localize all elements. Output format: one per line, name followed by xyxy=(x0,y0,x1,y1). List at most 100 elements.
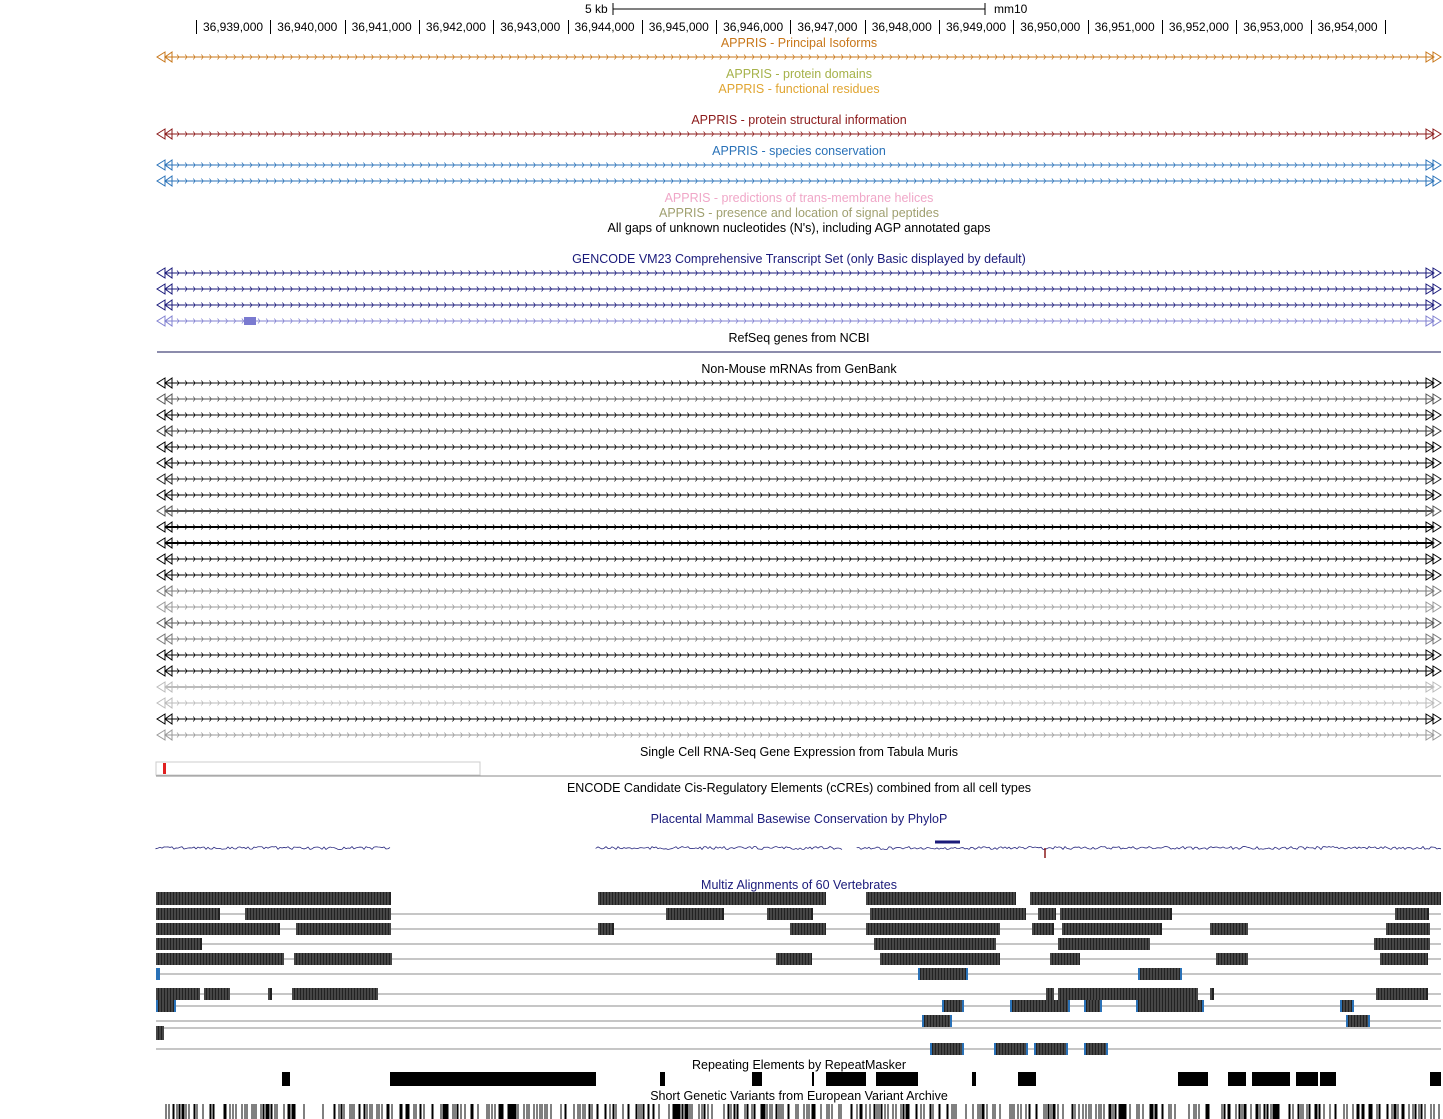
multiz-block xyxy=(1346,1015,1370,1027)
multiz-block xyxy=(1032,923,1054,935)
repeat-element xyxy=(1018,1072,1036,1086)
multiz-edge xyxy=(156,1000,158,1012)
multiz-edge xyxy=(950,1015,952,1027)
xeno-mrna-item-strand-arrows xyxy=(176,460,1419,466)
track-label-gaps[interactable]: All gaps of unknown nucleotides (N's), i… xyxy=(607,221,991,235)
xeno-mrna-item-left-end xyxy=(156,553,173,565)
track-label-phylop[interactable]: Placental Mammal Basewise Conservation b… xyxy=(650,812,948,826)
gencode-transcript-strand-arrows xyxy=(176,270,1419,276)
multiz-block-texture xyxy=(1032,923,1052,935)
repeat-element xyxy=(752,1072,762,1086)
multiz-block-texture xyxy=(1038,908,1055,920)
track-label-xeno-mrna[interactable]: Non-Mouse mRNAs from GenBank xyxy=(701,362,897,376)
xeno-mrna-item-left-end xyxy=(156,489,173,501)
xeno-mrna-item-left-end xyxy=(156,633,173,645)
repeat-element xyxy=(812,1072,814,1086)
track-label-appris-residues[interactable]: APPRIS - functional residues xyxy=(718,82,880,96)
track-label-encode-ccre[interactable]: ENCODE Candidate Cis-Regulatory Elements… xyxy=(566,781,1032,795)
xeno-mrna-item-right-end xyxy=(1425,713,1442,725)
multiz-edge xyxy=(1066,1043,1068,1055)
xeno-mrna-item-left-end xyxy=(156,409,173,421)
xeno-mrna-item-strand-arrows xyxy=(176,716,1419,722)
multiz-edge xyxy=(1340,1000,1342,1012)
xeno-mrna-item-left-end xyxy=(156,617,173,629)
track-label-appris-conservation[interactable]: APPRIS - species conservation xyxy=(712,144,886,158)
xeno-mrna-item-strand-arrows xyxy=(176,476,1419,482)
xeno-mrna-item-right-end xyxy=(1425,681,1442,693)
track-label-eva-snp[interactable]: Short Genetic Variants from European Var… xyxy=(650,1089,948,1103)
xeno-mrna-item-left-end xyxy=(156,681,173,693)
xeno-mrna-item-right-end xyxy=(1425,585,1442,597)
multiz-block xyxy=(156,938,202,950)
multiz-block-texture xyxy=(866,923,1000,935)
multiz-block xyxy=(666,908,724,920)
multiz-block-texture xyxy=(156,953,284,965)
track-label-appris-signal[interactable]: APPRIS - presence and location of signal… xyxy=(658,206,940,220)
xeno-mrna-item-left-end xyxy=(156,569,173,581)
multiz-edge xyxy=(1026,1043,1028,1055)
multiz-block-texture xyxy=(942,1000,962,1012)
multiz-block xyxy=(1010,1000,1070,1012)
xeno-mrna-item-left-end xyxy=(156,537,173,549)
multiz-edge xyxy=(962,1043,964,1055)
track-label-appris-structural[interactable]: APPRIS - protein structural information xyxy=(691,113,907,127)
track-label-appris-principal[interactable]: APPRIS - Principal Isoforms xyxy=(720,36,878,50)
xeno-mrna-item-left-end xyxy=(156,697,173,709)
multiz-edge xyxy=(1084,1000,1086,1012)
track-label-gencode[interactable]: GENCODE VM23 Comprehensive Transcript Se… xyxy=(572,252,1026,266)
xeno-mrna-item-left-end xyxy=(156,649,173,661)
multiz-block xyxy=(1376,988,1428,1000)
multiz-block xyxy=(866,892,1016,905)
multiz-block xyxy=(790,923,826,935)
repeat-element xyxy=(876,1072,918,1086)
multiz-block-texture xyxy=(1395,908,1427,920)
xeno-mrna-item-left-end xyxy=(156,585,173,597)
gencode-transcript-right-end xyxy=(1425,283,1442,295)
track-label-tabula-muris[interactable]: Single Cell RNA-Seq Gene Expression from… xyxy=(640,745,958,759)
assembly-label: mm10 xyxy=(994,2,1028,16)
track-label-appris-domains[interactable]: APPRIS - protein domains xyxy=(726,67,872,81)
multiz-block-texture xyxy=(874,938,996,950)
multiz-block xyxy=(880,953,1000,965)
track-label-appris-tm[interactable]: APPRIS - predictions of trans-membrane h… xyxy=(664,191,934,205)
xeno-mrna-item-right-end xyxy=(1425,601,1442,613)
multiz-edge xyxy=(1368,1015,1370,1027)
ruler-tick: 36,944,000 xyxy=(567,20,635,34)
multiz-block xyxy=(994,1043,1028,1055)
appris-structural-transcript-right-end xyxy=(1425,128,1442,140)
phylop-signal xyxy=(595,845,843,851)
xeno-mrna-item-strand-arrows xyxy=(176,684,1419,690)
multiz-block xyxy=(942,1000,964,1012)
multiz-block-texture xyxy=(1374,938,1430,950)
xeno-mrna-item-strand-arrows xyxy=(176,588,1419,594)
gencode-transcript-right-end xyxy=(1425,315,1442,327)
ruler-tick: 36,951,000 xyxy=(1087,20,1155,34)
xeno-mrna-item-left-end xyxy=(156,425,173,437)
multiz-edge xyxy=(1202,1000,1204,1012)
multiz-edge xyxy=(962,1000,964,1012)
multiz-edge xyxy=(1100,1000,1102,1012)
multiz-block xyxy=(1395,908,1429,920)
track-label-multiz[interactable]: Multiz Alignments of 60 Vertebrates xyxy=(701,878,897,892)
multiz-block xyxy=(1034,1043,1068,1055)
multiz-block-texture xyxy=(292,988,378,1000)
ruler-tick-end xyxy=(1384,20,1392,34)
multiz-block-texture xyxy=(156,1026,164,1040)
multiz-edge xyxy=(1084,1043,1086,1055)
xeno-mrna-item-right-end xyxy=(1425,505,1442,517)
xeno-mrna-item-right-end xyxy=(1425,569,1442,581)
xeno-mrna-item-strand-arrows xyxy=(176,508,1419,514)
track-label-refseq[interactable]: RefSeq genes from NCBI xyxy=(728,331,870,345)
multiz-block-texture xyxy=(294,953,392,965)
multiz-block xyxy=(1030,892,1441,905)
multiz-block xyxy=(156,923,280,935)
gencode-transcript-strand-arrows xyxy=(176,302,1419,308)
xeno-mrna-item-right-end xyxy=(1425,441,1442,453)
appris-conservation-transcript-strand-arrows xyxy=(176,162,1419,168)
multiz-block xyxy=(156,892,391,905)
repeat-element xyxy=(1228,1072,1246,1086)
track-label-repeatmasker[interactable]: Repeating Elements by RepeatMasker xyxy=(691,1058,906,1072)
multiz-edge xyxy=(930,1043,932,1055)
